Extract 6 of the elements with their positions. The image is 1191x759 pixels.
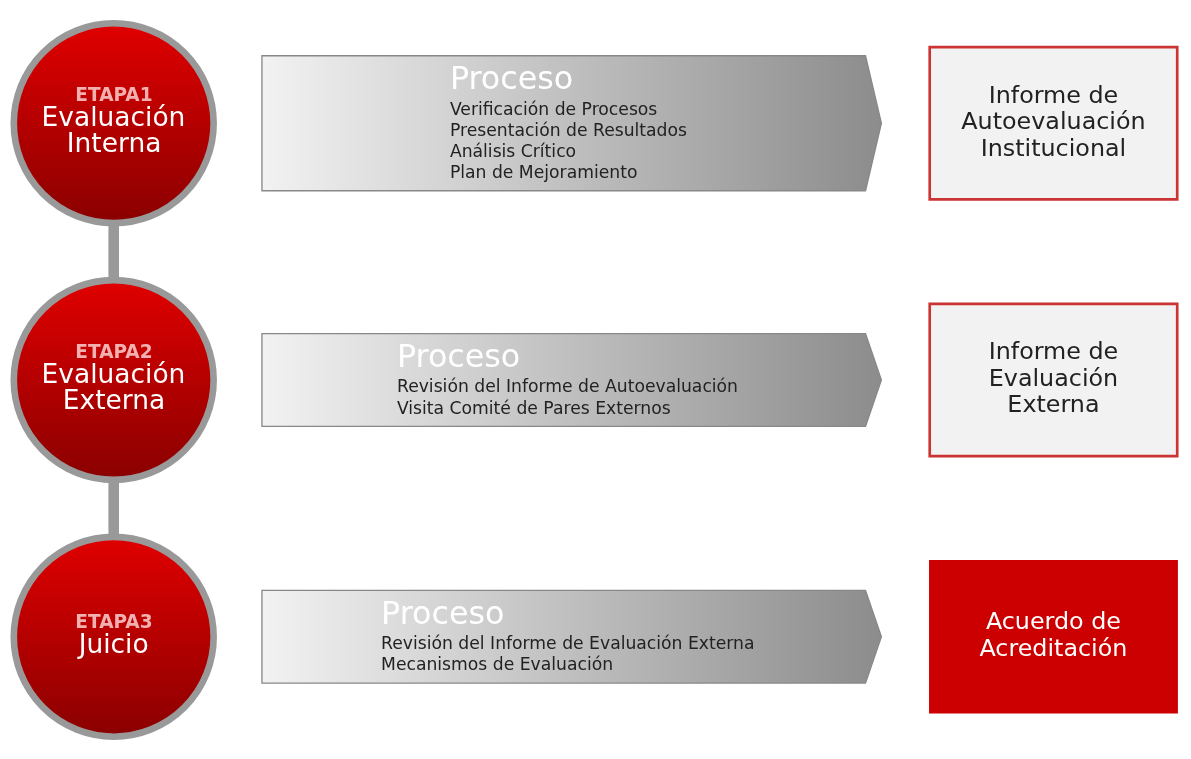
node-box: Acuerdo de Acreditación bbox=[929, 559, 1178, 714]
node-circle: ETAPA2 Evaluación Externa bbox=[10, 276, 217, 483]
node-circle: ETAPA1 Evaluación Interna bbox=[10, 19, 217, 226]
node-circle: ETAPA3 Juicio bbox=[10, 533, 217, 740]
node-box: Informe de Autoevaluación Institucional bbox=[928, 45, 1179, 201]
node-box: Informe de Evaluación Externa bbox=[928, 302, 1179, 457]
